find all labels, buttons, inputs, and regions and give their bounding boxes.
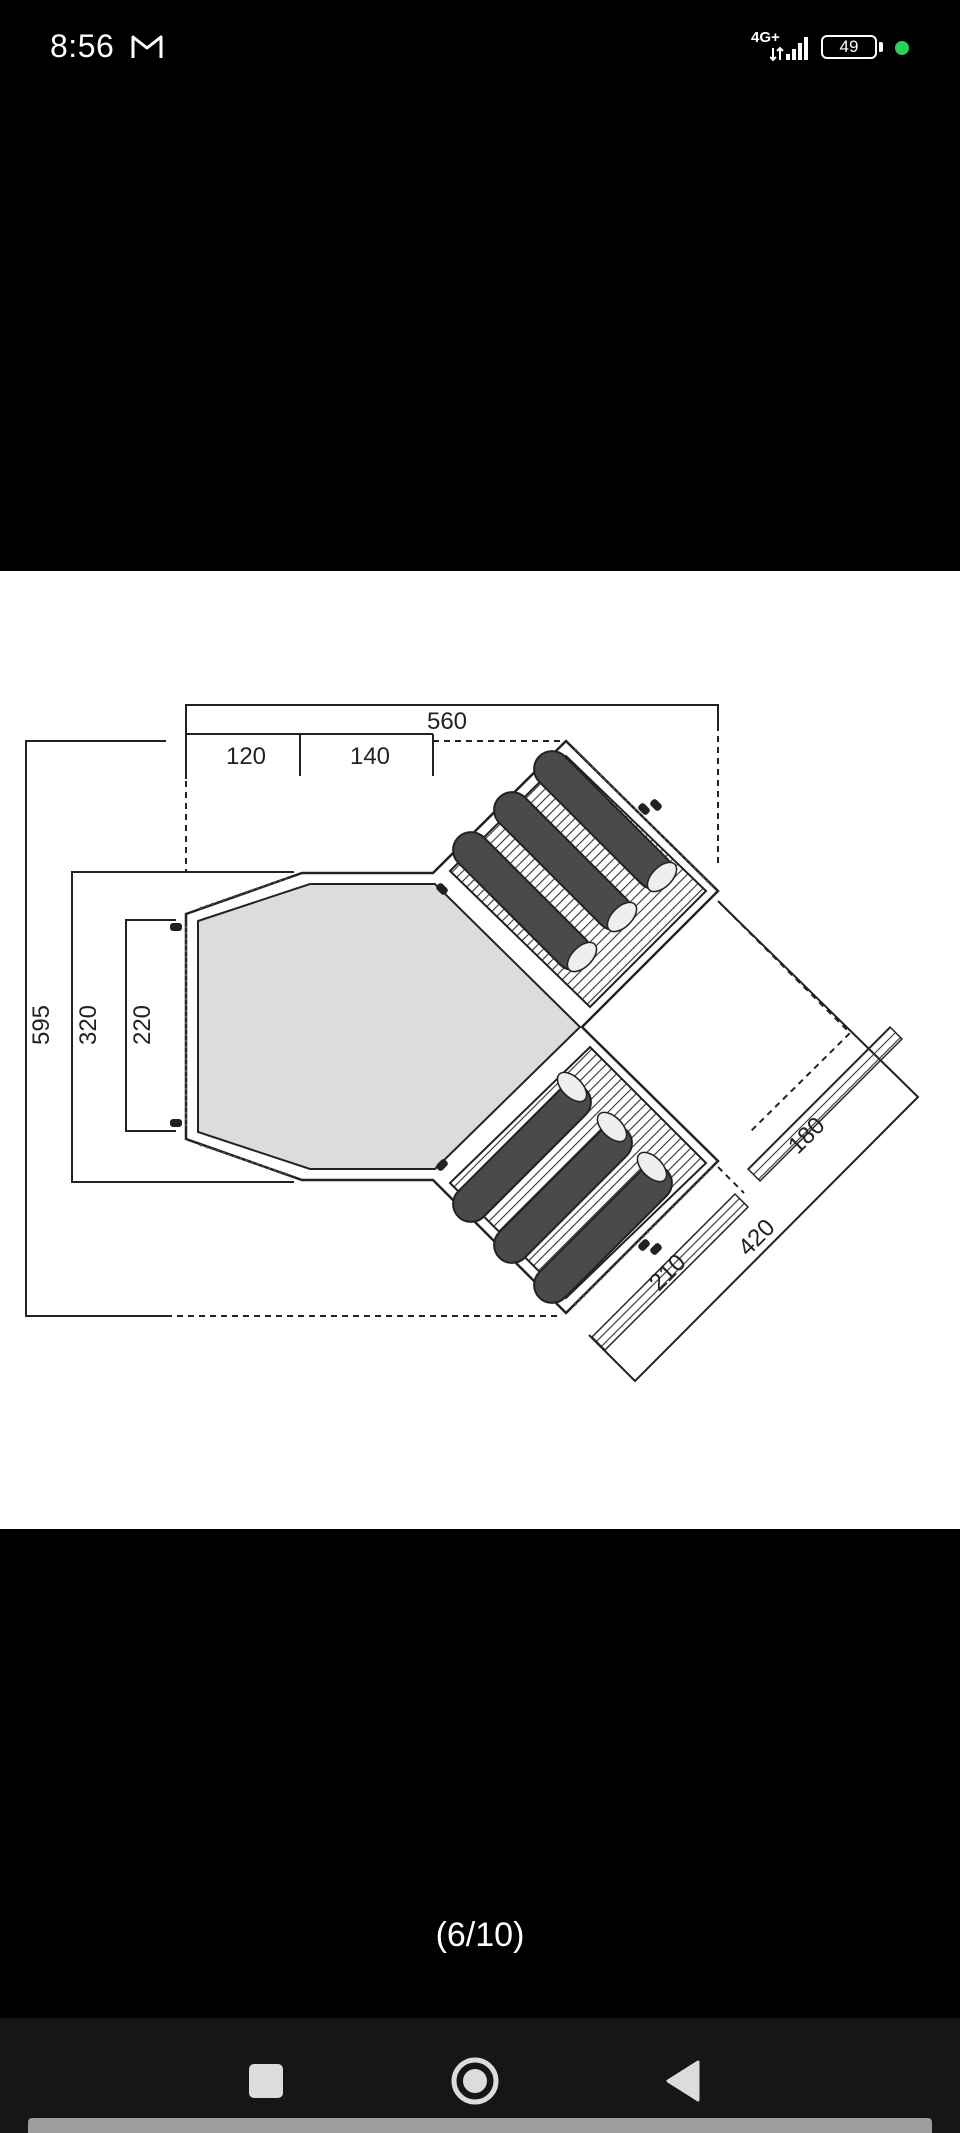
porch-strip-right (746, 1025, 904, 1183)
active-indicator-dot (895, 41, 909, 55)
battery-icon: 49 (821, 35, 877, 59)
dim-width-a: 120 (226, 743, 266, 770)
battery-level: 49 (839, 37, 859, 56)
gmail-icon (131, 35, 163, 58)
status-bar: 8:56 4G+ 49 (0, 0, 960, 96)
network-type: 4G+ (751, 29, 780, 46)
door-zip-markers (170, 799, 662, 1255)
dim-porch-length: 420 (733, 1214, 780, 1261)
square-icon (249, 2064, 283, 2098)
home-indicator (28, 2118, 932, 2133)
dim-porch-side: 180 (783, 1112, 830, 1159)
navigation-bar (0, 2018, 960, 2133)
signal-icon (770, 37, 808, 62)
porch-strip-bottom (590, 1192, 750, 1352)
dim-total-width: 560 (427, 708, 467, 735)
image-viewer[interactable]: 560 120 140 595 320 220 420 180 210 (0, 571, 960, 1529)
tent-floor-plan: 560 120 140 595 320 220 420 180 210 (25, 704, 920, 1383)
dim-total-depth: 595 (28, 1005, 55, 1045)
pillows-top (566, 861, 678, 973)
dim-depth-a: 320 (75, 1005, 102, 1045)
image-counter: (6/10) (435, 1916, 525, 1954)
battery-cap (879, 42, 883, 52)
dim-depth-b: 220 (129, 1005, 156, 1045)
living-area (197, 883, 582, 1170)
pillows-bottom (556, 1071, 668, 1183)
home-button[interactable] (435, 2044, 515, 2118)
back-button[interactable] (643, 2044, 723, 2118)
dim-width-b: 140 (350, 743, 390, 770)
recents-button[interactable] (226, 2044, 306, 2118)
status-time: 8:56 (50, 28, 115, 64)
back-triangle-icon (666, 2060, 700, 2102)
circle-icon (451, 2057, 499, 2105)
